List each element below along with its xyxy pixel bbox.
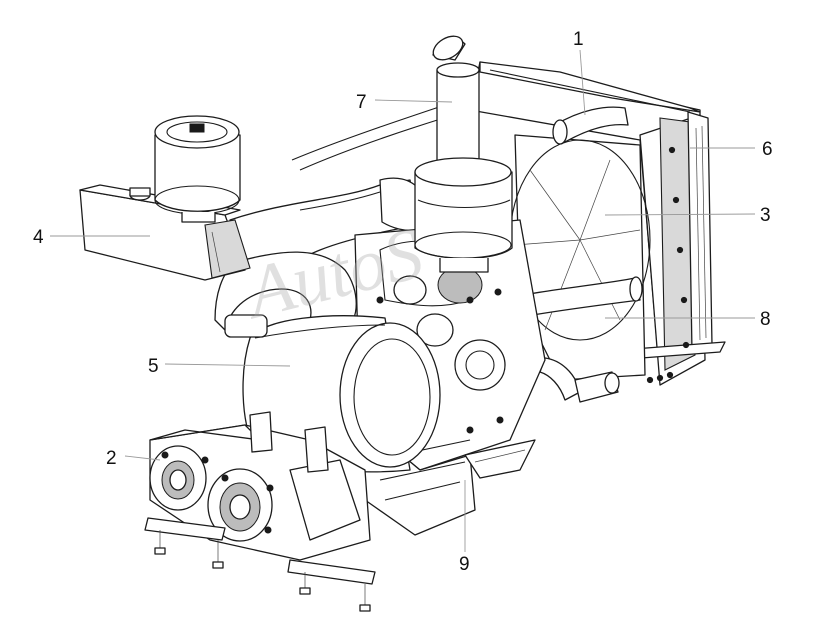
callout-6: 6 — [762, 139, 773, 160]
callout-7: 7 — [356, 92, 367, 113]
callout-9: 9 — [459, 554, 470, 575]
leader-lines — [50, 49, 756, 552]
exhaust-stack — [414, 35, 513, 273]
callout-2: 2 — [106, 448, 117, 469]
pre-cleaner — [154, 115, 241, 223]
callout-3: 3 — [760, 205, 771, 226]
callout-5: 5 — [148, 356, 159, 377]
intake-pipe — [214, 99, 471, 331]
pump-gearbox — [144, 411, 376, 612]
callout-1: 1 — [573, 29, 584, 50]
callout-8: 8 — [760, 309, 771, 330]
callout-4: 4 — [33, 227, 44, 248]
radiator — [469, 61, 726, 386]
main-air-cleaner — [224, 314, 441, 473]
